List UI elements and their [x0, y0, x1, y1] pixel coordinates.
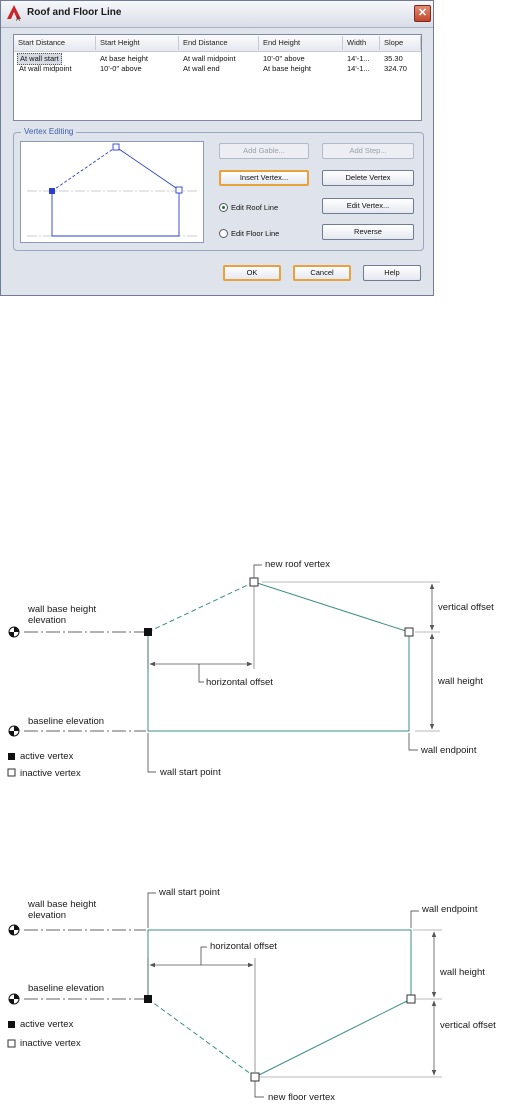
floor-diagram: [7, 892, 442, 1098]
delete-vertex-button[interactable]: Delete Vertex: [322, 170, 414, 186]
autocad-a-icon: A: [7, 5, 21, 22]
help-button[interactable]: Help: [363, 265, 421, 281]
active-vertex-legend: active vertex: [20, 751, 74, 762]
wall-height-label: wall height: [440, 967, 485, 978]
elevation-symbol-icon: [8, 725, 20, 737]
baseline-elevation-label: baseline elevation: [28, 716, 105, 727]
wall-endpoint-label: wall endpoint: [422, 904, 478, 915]
preview-drawing: [27, 143, 199, 237]
elevation-symbol-icon: [8, 924, 20, 936]
reverse-button[interactable]: Reverse: [322, 224, 414, 240]
table-cell: 35.30: [384, 54, 403, 63]
column-header[interactable]: Width: [343, 36, 380, 50]
roof-line-preview: [20, 141, 204, 243]
list-header: Start Distance Start Height End Distance…: [14, 35, 421, 52]
table-cell: 14'-1...: [347, 54, 370, 63]
new-roof-vertex-label: new roof vertex: [265, 559, 330, 570]
active-vertex-legend-marker: [8, 1021, 15, 1028]
wall-start-point-label: wall start point: [160, 767, 221, 778]
edit-roof-line-label[interactable]: Edit Roof Line: [231, 203, 279, 212]
wall-base-height-label: wall base height elevation: [28, 604, 97, 626]
active-vertex-marker: [144, 628, 152, 636]
inactive-vertex-legend-marker: [7, 768, 16, 777]
inactive-vertex-legend: inactive vertex: [20, 1038, 81, 1049]
title-bar[interactable]: A Roof and Floor Line ✕: [1, 1, 433, 28]
group-label: Vertex Editing: [21, 127, 77, 136]
edit-floor-line-label[interactable]: Edit Floor Line: [231, 229, 280, 238]
edit-floor-line-radio[interactable]: [219, 229, 228, 238]
inactive-vertex-marker: [249, 577, 259, 587]
roof-diagram: [7, 564, 440, 777]
column-header[interactable]: Start Height: [96, 36, 179, 50]
close-button[interactable]: ✕: [414, 5, 431, 22]
dialog-title: Roof and Floor Line: [27, 7, 122, 18]
table-cell: 324.70: [384, 64, 407, 73]
column-header[interactable]: End Distance: [179, 36, 259, 50]
vertex-editing-group: [13, 132, 424, 251]
baseline-elevation-label: baseline elevation: [28, 983, 105, 994]
table-cell: At base height: [263, 64, 311, 73]
horizontal-offset-label: horizontal offset: [210, 941, 277, 952]
column-header[interactable]: Start Distance: [14, 36, 96, 50]
table-cell: 10'-0" above: [263, 54, 305, 63]
close-x-icon: ✕: [417, 7, 428, 19]
table-cell: At wall start: [17, 53, 62, 65]
edit-vertex-button[interactable]: Edit Vertex...: [322, 198, 414, 214]
active-vertex-legend: active vertex: [20, 1019, 74, 1030]
svg-text:A: A: [16, 17, 20, 22]
active-vertex-marker: [144, 995, 152, 1003]
cancel-button[interactable]: Cancel: [293, 265, 351, 281]
table-cell: At wall end: [183, 64, 220, 73]
column-header[interactable]: Slope: [380, 36, 421, 50]
table-cell: 10'-0" above: [100, 64, 142, 73]
wall-start-point-label: wall start point: [159, 887, 220, 898]
active-vertex-legend-marker: [8, 753, 15, 760]
add-gable-button[interactable]: Add Gable...: [219, 143, 309, 159]
vertical-offset-label: vertical offset: [438, 602, 494, 613]
vertical-offset-label: vertical offset: [440, 1020, 496, 1031]
roof-floor-line-dialog: A Roof and Floor Line ✕ Start Distance S…: [0, 0, 434, 296]
table-cell: 14'-1...: [347, 64, 370, 73]
wall-height-label: wall height: [438, 676, 483, 687]
table-cell: At base height: [100, 54, 148, 63]
edit-roof-line-radio[interactable]: [219, 203, 228, 212]
new-floor-vertex-label: new floor vertex: [268, 1092, 336, 1103]
wall-base-height-label: wall base height elevation: [28, 899, 97, 921]
column-header[interactable]: End Height: [259, 36, 343, 50]
inactive-vertex-legend: inactive vertex: [20, 768, 81, 779]
elevation-symbol-icon: [8, 626, 20, 638]
inactive-vertex-marker: [406, 994, 416, 1004]
wall-endpoint-label: wall endpoint: [421, 745, 477, 756]
table-cell: At wall midpoint: [19, 64, 72, 73]
segment-list[interactable]: Start Distance Start Height End Distance…: [13, 34, 422, 121]
insert-vertex-button[interactable]: Insert Vertex...: [219, 170, 309, 186]
horizontal-offset-label: horizontal offset: [206, 677, 273, 688]
inactive-vertex-marker: [404, 627, 414, 637]
ok-button[interactable]: OK: [223, 265, 281, 281]
table-cell: At wall midpoint: [183, 54, 236, 63]
inactive-vertex-marker: [250, 1072, 260, 1082]
inactive-vertex-legend-marker: [7, 1039, 16, 1048]
elevation-symbol-icon: [8, 993, 20, 1005]
add-step-button[interactable]: Add Step...: [322, 143, 414, 159]
